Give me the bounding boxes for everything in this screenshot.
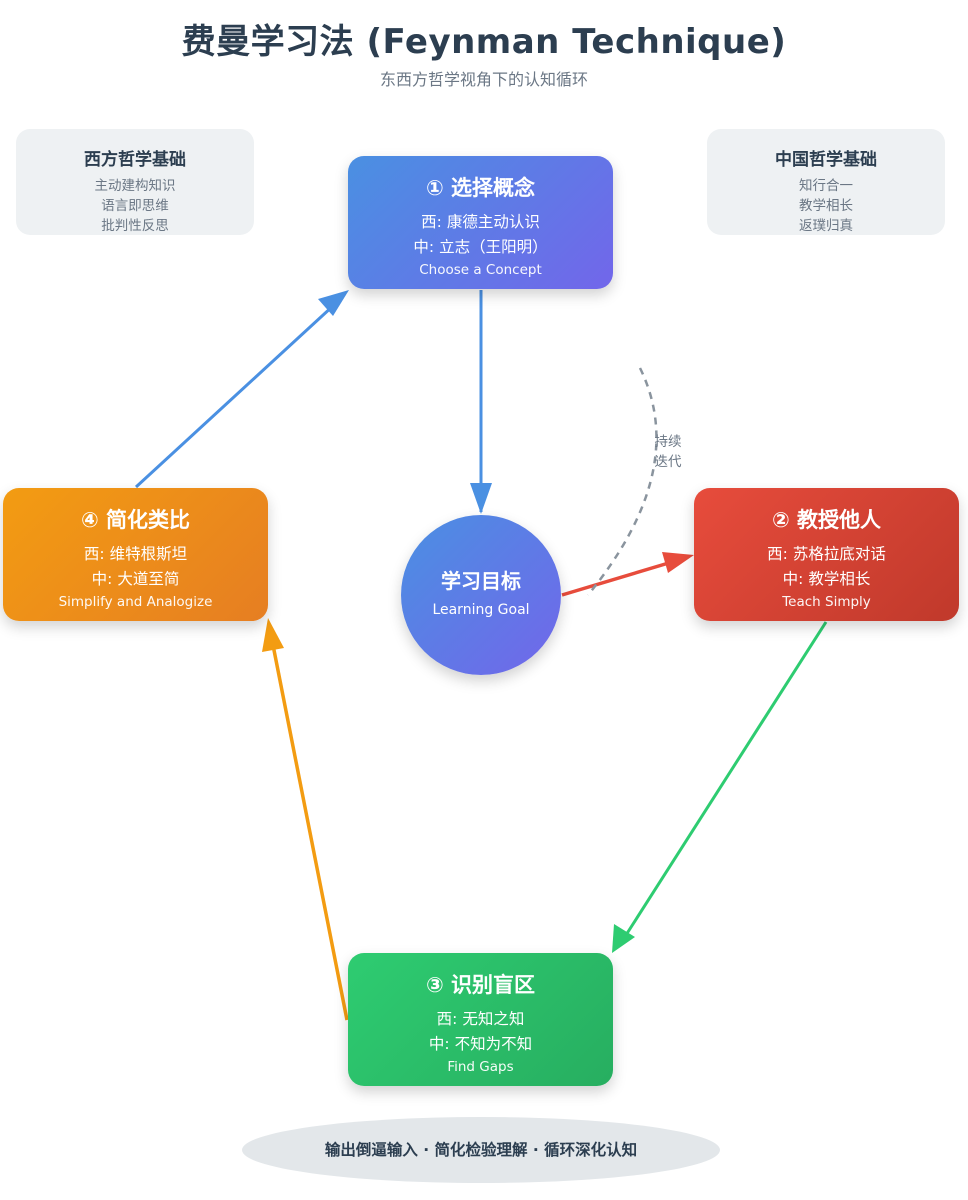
step-title: ④ 简化类比 xyxy=(80,508,191,532)
step-chinese-view: 中: 教学相长 xyxy=(782,570,871,588)
step-teach-others: ② 教授他人 西: 苏格拉底对话 中: 教学相长 Teach Simply xyxy=(694,488,959,621)
arrowhead-simplify-to-choose xyxy=(318,290,349,316)
arrowhead-goal-to-teach xyxy=(662,552,694,573)
step-western-view: 西: 苏格拉底对话 xyxy=(767,545,886,563)
page-title: 费曼学习法 (Feynman Technique) xyxy=(181,22,787,62)
goal-english-label: Learning Goal xyxy=(432,602,530,618)
arrowhead-teach-to-gaps xyxy=(612,924,635,953)
western-panel-line: 语言即思维 xyxy=(101,198,169,214)
page-subtitle: 东西方哲学视角下的认知循环 xyxy=(379,70,588,89)
chinese-panel-line: 知行合一 xyxy=(799,178,853,194)
step-title: ② 教授他人 xyxy=(771,508,882,532)
footer-summary: 输出倒逼输入 · 简化检验理解 · 循环深化认知 xyxy=(242,1117,720,1183)
step-simplify-analogize: ④ 简化类比 西: 维特根斯坦 中: 大道至简 Simplify and Ana… xyxy=(3,488,268,621)
arrow-simplify-to-choose xyxy=(134,303,336,489)
step-chinese-view: 中: 大道至简 xyxy=(91,570,180,588)
arrow-gaps-to-simplify xyxy=(270,639,349,1021)
iteration-label: 持续迭代 xyxy=(648,432,688,472)
step-chinese-view: 中: 不知为不知 xyxy=(428,1035,533,1053)
step-western-view: 西: 康德主动认识 xyxy=(421,213,540,231)
step-english-label: Teach Simply xyxy=(782,594,871,610)
step-find-gaps: ③ 识别盲区 西: 无知之知 中: 不知为不知 Find Gaps xyxy=(348,953,613,1086)
learning-goal-circle: 学习目标 Learning Goal xyxy=(401,515,561,675)
step-western-view: 西: 维特根斯坦 xyxy=(83,545,188,563)
step-chinese-view: 中: 立志（王阳明） xyxy=(413,238,548,256)
chinese-panel-heading: 中国哲学基础 xyxy=(775,150,877,170)
arrow-goal-to-teach xyxy=(561,560,673,597)
step-western-view: 西: 无知之知 xyxy=(436,1010,525,1028)
western-panel-line: 批判性反思 xyxy=(101,218,169,234)
arrowhead-choose-to-goal xyxy=(470,483,492,514)
step-choose-concept: ① 选择概念 西: 康德主动认识 中: 立志（王阳明） Choose a Con… xyxy=(348,156,613,289)
step-title: ① 选择概念 xyxy=(425,176,536,200)
step-title: ③ 识别盲区 xyxy=(425,973,536,997)
chinese-panel-line: 教学相长 xyxy=(799,198,853,214)
iteration-label-text: 持续迭代 xyxy=(654,434,682,470)
western-panel-heading: 西方哲学基础 xyxy=(84,150,186,170)
iteration-dashed-curve xyxy=(587,367,658,596)
arrowhead-gaps-to-simplify xyxy=(262,618,284,652)
western-philosophy-panel: 西方哲学基础 主动建构知识 语言即思维 批判性反思 xyxy=(16,129,254,235)
goal-title: 学习目标 xyxy=(441,569,521,593)
chinese-philosophy-panel: 中国哲学基础 知行合一 教学相长 返璞归真 xyxy=(707,129,945,235)
step-english-label: Find Gaps xyxy=(447,1059,514,1075)
step-english-label: Simplify and Analogize xyxy=(58,594,213,610)
western-panel-line: 主动建构知识 xyxy=(94,178,176,194)
step-english-label: Choose a Concept xyxy=(419,262,542,278)
arrow-teach-to-gaps xyxy=(624,621,828,936)
chinese-panel-line: 返璞归真 xyxy=(799,218,853,234)
